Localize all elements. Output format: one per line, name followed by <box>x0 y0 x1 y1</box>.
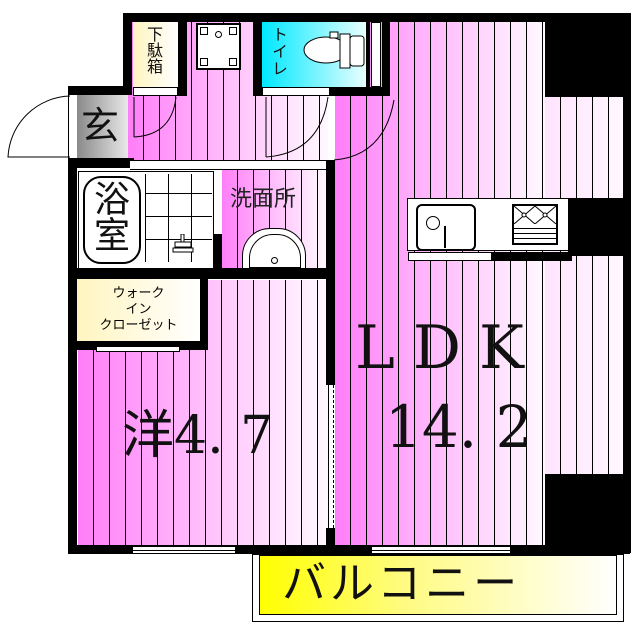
wall-toilet-right2 <box>382 13 390 96</box>
entrance-area: 玄 <box>77 95 128 158</box>
ldk-door-swing-icon[interactable] <box>332 96 397 162</box>
shower-faucet-icon <box>172 234 194 253</box>
closet-label-line2: イン <box>125 302 152 317</box>
wall-toilet-bottom <box>330 87 390 96</box>
balcony-label: バルコニー <box>282 558 522 609</box>
shoe-cabinet-front <box>133 87 178 96</box>
kitchen-counter <box>407 198 569 251</box>
wall-entrance-bottom <box>68 158 134 168</box>
wall-shoe-right <box>178 13 187 96</box>
closet-label-line3: クローゼット <box>99 318 178 333</box>
kitchen-counter-lower <box>408 252 492 261</box>
wall-right <box>623 13 631 553</box>
wall-hall-bottom <box>130 160 326 170</box>
wall-right-block-bottom <box>545 474 630 554</box>
wall-toilet-left <box>253 13 262 96</box>
kitchen-back-wall <box>492 252 572 261</box>
wall-closet-bottom <box>68 341 208 350</box>
window-ldk[interactable] <box>372 546 510 554</box>
wall-closet-right <box>200 279 208 349</box>
washing-machine-pan-icon <box>196 23 241 70</box>
wall-entrance-top <box>68 86 132 95</box>
toilet-bowl-icon <box>303 31 365 69</box>
entrance-label: 玄 <box>81 104 120 148</box>
western-room-label: 洋4. 7 <box>122 410 273 462</box>
wall-right-block-top <box>545 13 630 97</box>
toilet-door-swing-icon <box>265 96 329 158</box>
stove-burner-icon <box>512 204 558 245</box>
ldk-label: LDK <box>355 313 542 383</box>
shoe-cabinet: 下駄箱 <box>133 22 178 87</box>
closet-label-line1: ウォーク <box>112 286 165 301</box>
toilet-side-panel <box>371 22 381 87</box>
wall-top <box>123 13 628 22</box>
wall-left-upper <box>123 13 132 93</box>
ldk-floor <box>335 20 545 545</box>
washroom-label: 洗面所 <box>230 187 297 212</box>
ldk-floor-right <box>545 96 625 476</box>
wall-ldk-left-lower <box>326 528 335 548</box>
western-room-prefix: 洋 <box>122 406 175 466</box>
entrance-door-swing-icon[interactable] <box>0 90 80 160</box>
wall-bath-wash-divider <box>214 234 222 270</box>
toilet-door-frame <box>262 87 330 96</box>
entrance-door-gap <box>68 95 77 158</box>
wall-bath-bottom <box>68 268 334 279</box>
washbasin-icon <box>242 228 306 269</box>
wall-left-lower <box>68 160 77 554</box>
shoe-door-swing-icon <box>133 96 177 138</box>
kitchen-sink-icon <box>416 204 476 251</box>
sliding-door-western-ldk[interactable] <box>328 385 334 528</box>
western-room-size: 4. 7 <box>174 406 274 466</box>
wall-right-block-mid <box>568 198 628 256</box>
balcony: バルコニー <box>252 554 624 622</box>
bathroom: 浴室 <box>78 171 214 269</box>
wall-bottom <box>68 545 630 554</box>
bathtub <box>83 176 141 264</box>
closet-door[interactable] <box>96 346 180 352</box>
shoe-cabinet-label: 下駄箱 <box>144 26 163 74</box>
wall-toilet-right <box>366 13 370 96</box>
toilet-room: トイレ <box>262 22 366 87</box>
ldk-size: 14. 2 <box>385 393 533 461</box>
toilet-label: トイレ <box>269 26 288 77</box>
window-western-room[interactable] <box>133 546 235 554</box>
walk-in-closet: ウォーク イン クローゼット <box>77 279 200 341</box>
bathroom-label: 浴室 <box>88 180 129 252</box>
